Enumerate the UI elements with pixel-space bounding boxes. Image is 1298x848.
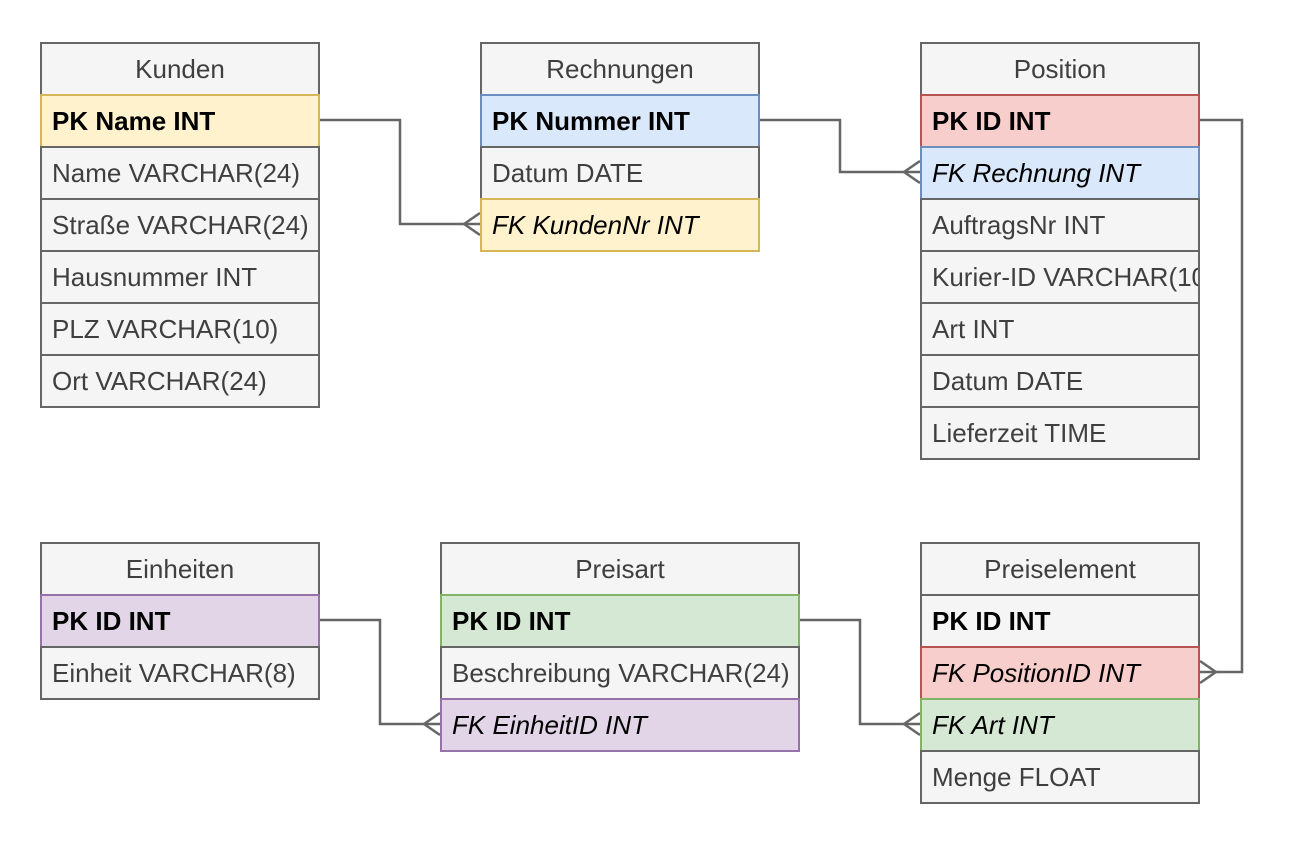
- table-row-rechnungen-fk-kundennr-int[interactable]: FK KundenNr INT: [480, 198, 760, 252]
- crows-foot-prong: [1199, 670, 1217, 685]
- table-row-preisart-fk-einheitid-int[interactable]: FK EinheitID INT: [440, 698, 800, 752]
- table-title-kunden[interactable]: Kunden: [40, 42, 320, 96]
- table-row-preiselement-fk-art-int[interactable]: FK Art INT: [920, 698, 1200, 752]
- crows-foot-prong: [423, 711, 441, 726]
- table-row-kunden-plz-varchar-10[interactable]: PLZ VARCHAR(10): [40, 302, 320, 356]
- relationship-einheiten-preisart[interactable]: [320, 618, 441, 737]
- crows-foot-prong: [903, 711, 921, 726]
- relationship-kunden-rechnungen[interactable]: [320, 118, 481, 237]
- table-title-rechnungen[interactable]: Rechnungen: [480, 42, 760, 96]
- table-row-position-datum-date[interactable]: Datum DATE: [920, 354, 1200, 408]
- table-row-kunden-ort-varchar-24[interactable]: Ort VARCHAR(24): [40, 354, 320, 408]
- table-row-kunden-pk-name-int[interactable]: PK Name INT: [40, 94, 320, 148]
- table-row-position-auftragsnr-int[interactable]: AuftragsNr INT: [920, 198, 1200, 252]
- table-row-rechnungen-pk-nummer-int[interactable]: PK Nummer INT: [480, 94, 760, 148]
- crows-foot-prong: [463, 211, 481, 226]
- table-row-einheiten-einheit-varchar-8[interactable]: Einheit VARCHAR(8): [40, 646, 320, 700]
- table-row-position-lieferzeit-time[interactable]: Lieferzeit TIME: [920, 406, 1200, 460]
- table-row-preisart-beschreibung-varchar-24[interactable]: Beschreibung VARCHAR(24): [440, 646, 800, 700]
- table-title-position[interactable]: Position: [920, 42, 1200, 96]
- table-row-preisart-pk-id-int[interactable]: PK ID INT: [440, 594, 800, 648]
- crows-foot-prong: [903, 170, 921, 185]
- crows-foot-prong: [1199, 659, 1217, 674]
- table-row-rechnungen-datum-date[interactable]: Datum DATE: [480, 146, 760, 200]
- relationship-position-preiselement[interactable]: [1199, 118, 1244, 685]
- table-row-preiselement-menge-float[interactable]: Menge FLOAT: [920, 750, 1200, 804]
- table-row-position-art-int[interactable]: Art INT: [920, 302, 1200, 356]
- table-row-kunden-name-varchar-24[interactable]: Name VARCHAR(24): [40, 146, 320, 200]
- relationship-rechnungen-position[interactable]: [760, 118, 921, 185]
- table-row-kunden-hausnummer-int[interactable]: Hausnummer INT: [40, 250, 320, 304]
- crows-foot-prong: [423, 722, 441, 737]
- table-row-position-kurier-id-varchar-10[interactable]: Kurier-ID VARCHAR(10): [920, 250, 1200, 304]
- table-row-position-pk-id-int[interactable]: PK ID INT: [920, 94, 1200, 148]
- table-title-einheiten[interactable]: Einheiten: [40, 542, 320, 596]
- table-row-einheiten-pk-id-int[interactable]: PK ID INT: [40, 594, 320, 648]
- table-row-preiselement-fk-positionid-int[interactable]: FK PositionID INT: [920, 646, 1200, 700]
- crows-foot-prong: [903, 159, 921, 174]
- relationship-preisart-preiselement[interactable]: [800, 618, 921, 737]
- table-row-preiselement-pk-id-int[interactable]: PK ID INT: [920, 594, 1200, 648]
- table-title-preisart[interactable]: Preisart: [440, 542, 800, 596]
- crows-foot-prong: [463, 222, 481, 237]
- table-title-preiselement[interactable]: Preiselement: [920, 542, 1200, 596]
- table-row-position-fk-rechnung-int[interactable]: FK Rechnung INT: [920, 146, 1200, 200]
- crows-foot-prong: [903, 722, 921, 737]
- table-row-kunden-stra-e-varchar-24[interactable]: Straße VARCHAR(24): [40, 198, 320, 252]
